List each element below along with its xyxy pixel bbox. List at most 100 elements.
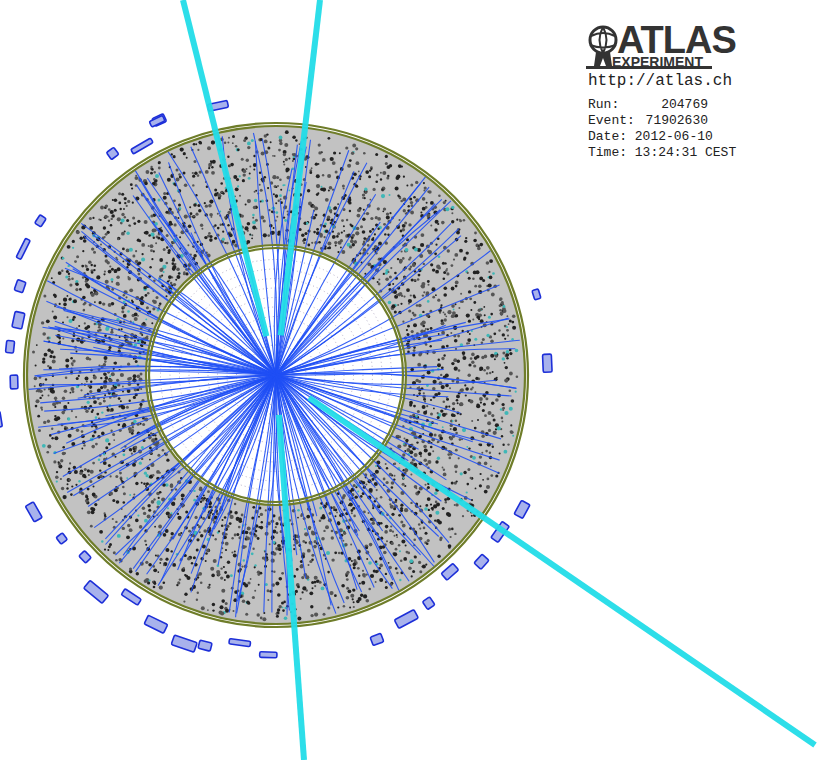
hit-dot bbox=[404, 508, 408, 512]
hit-dot bbox=[251, 237, 253, 239]
hit-dot bbox=[277, 544, 281, 548]
hit-dot bbox=[152, 581, 154, 583]
hit-dot bbox=[474, 427, 477, 430]
hit-dot bbox=[108, 220, 110, 222]
hit-dot bbox=[143, 341, 146, 344]
hit-dot bbox=[457, 360, 460, 363]
hit-dot bbox=[454, 465, 458, 469]
hit-dot bbox=[224, 242, 226, 244]
hit-dot bbox=[444, 313, 446, 315]
hit-dot bbox=[262, 617, 266, 621]
hit-dot bbox=[260, 572, 263, 575]
hit-dot bbox=[113, 439, 115, 441]
hit-dot bbox=[158, 525, 162, 529]
hit-dot bbox=[489, 372, 491, 374]
hit-dot bbox=[354, 240, 357, 243]
hit-dot bbox=[468, 290, 471, 293]
hit-dot bbox=[293, 548, 295, 550]
hit-dot bbox=[516, 376, 519, 379]
hit-dot bbox=[352, 144, 356, 148]
hit-dot bbox=[58, 462, 61, 465]
hit-dot bbox=[337, 232, 340, 235]
hit-dot bbox=[171, 502, 175, 506]
hit-dot bbox=[85, 410, 88, 413]
hit-dot bbox=[507, 335, 509, 337]
hit-dot bbox=[220, 576, 223, 579]
hit-dot bbox=[158, 199, 161, 202]
hit-dot bbox=[438, 195, 441, 198]
hit-dot bbox=[126, 535, 130, 539]
hit-dot bbox=[91, 410, 94, 413]
hit-dot bbox=[47, 451, 49, 453]
hit-dot bbox=[311, 242, 313, 244]
hit-dot bbox=[70, 392, 72, 394]
hit-dot bbox=[416, 304, 419, 307]
hit-dot bbox=[500, 312, 504, 316]
hit-dot bbox=[84, 322, 86, 324]
hit-dot bbox=[408, 223, 411, 226]
hit-dot bbox=[263, 219, 266, 222]
hit-dot bbox=[395, 548, 398, 551]
hit-dot bbox=[152, 307, 155, 310]
hit-dot bbox=[150, 233, 154, 237]
hit-dot bbox=[424, 330, 426, 332]
hit-dot bbox=[67, 483, 69, 485]
hit-dot bbox=[322, 158, 326, 162]
hit-dot bbox=[105, 280, 109, 284]
hit-dot bbox=[360, 495, 363, 498]
hit-dot bbox=[450, 428, 452, 430]
hit-dot bbox=[155, 242, 157, 244]
hit-dot bbox=[445, 374, 449, 378]
hit-dot bbox=[96, 275, 100, 279]
hit-dot bbox=[113, 551, 116, 554]
hit-dot bbox=[127, 363, 130, 366]
hit-dot bbox=[447, 453, 450, 456]
hit-dot bbox=[122, 386, 124, 388]
hit-dot bbox=[400, 504, 403, 507]
hit-dot bbox=[60, 478, 62, 480]
hit-dot bbox=[458, 424, 460, 426]
hit-dot bbox=[443, 401, 446, 404]
hit-dot bbox=[329, 186, 333, 190]
hit-dot bbox=[400, 521, 403, 524]
hit-dot bbox=[117, 217, 121, 221]
hit-dot bbox=[336, 512, 338, 514]
hit-dot bbox=[343, 605, 346, 608]
hit-dot bbox=[311, 531, 314, 534]
hit-dot bbox=[111, 372, 115, 376]
hit-dot bbox=[417, 363, 421, 367]
hit-dot bbox=[364, 188, 367, 191]
hit-dot bbox=[468, 374, 471, 377]
hit-dot bbox=[430, 327, 433, 330]
hit-dot bbox=[357, 214, 361, 218]
hit-dot bbox=[43, 421, 46, 424]
hit-dot bbox=[419, 452, 423, 456]
hit-dot bbox=[364, 197, 366, 199]
hit-dot bbox=[320, 517, 323, 520]
hit-dot bbox=[44, 353, 48, 357]
hit-dot bbox=[454, 253, 458, 257]
hit-dot bbox=[279, 142, 282, 145]
hit-dot bbox=[423, 190, 425, 192]
hit-dot bbox=[277, 185, 279, 187]
hit-dot bbox=[300, 598, 302, 600]
hit-dot bbox=[159, 558, 162, 561]
hit-dot bbox=[159, 586, 163, 590]
hit-dot bbox=[288, 158, 290, 160]
hit-dot bbox=[366, 558, 368, 560]
hit-dot bbox=[329, 591, 333, 595]
hit-dot bbox=[220, 191, 223, 194]
hit-dot bbox=[452, 402, 455, 405]
hit-dot bbox=[123, 314, 127, 318]
hit-dot bbox=[465, 270, 468, 273]
hit-dot bbox=[471, 420, 473, 422]
hit-dot bbox=[389, 194, 391, 196]
hit-dot bbox=[405, 439, 408, 442]
hit-dot bbox=[437, 416, 440, 419]
hit-dot bbox=[141, 345, 143, 347]
hit-dot bbox=[196, 548, 199, 551]
hit-dot bbox=[479, 397, 483, 401]
hit-dot bbox=[220, 567, 222, 569]
hit-dot bbox=[200, 534, 203, 537]
hit-dot bbox=[111, 214, 115, 218]
